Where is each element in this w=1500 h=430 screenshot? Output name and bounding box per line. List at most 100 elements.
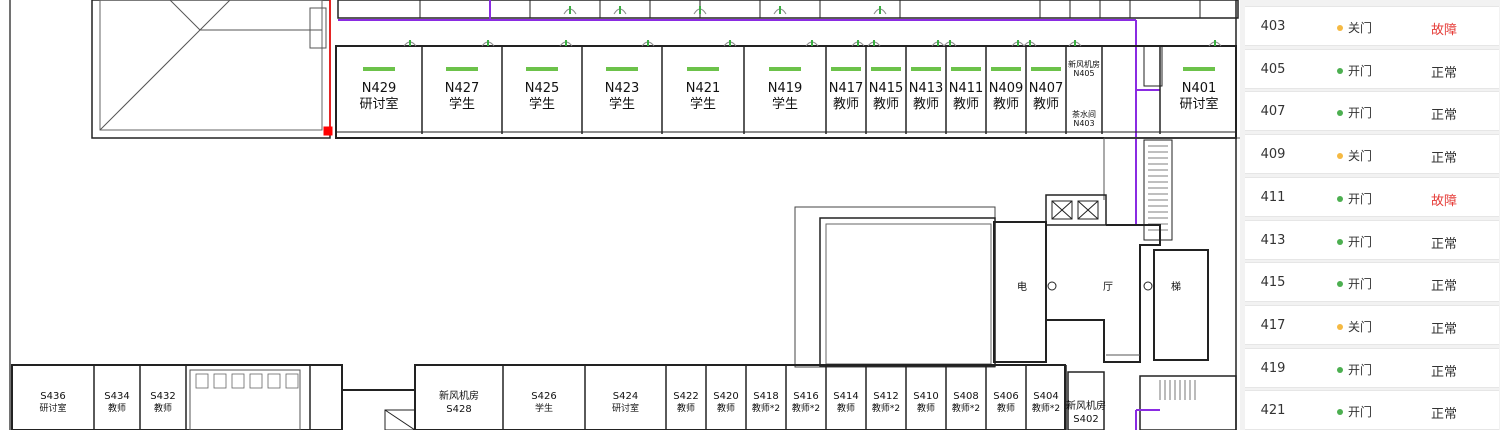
door-state-label: 开门 [1348, 235, 1373, 249]
door-state: 开门 [1337, 104, 1372, 121]
room-use: 学生 [528, 97, 555, 112]
room-use: 研讨室 [359, 97, 399, 112]
door-closed-dot-icon [1337, 323, 1343, 330]
core-label-right: 梯 [1171, 282, 1181, 293]
occupancy-bar [446, 67, 478, 71]
room-number: N415 [868, 81, 904, 96]
door-closed-dot-icon [1337, 152, 1343, 159]
duct [384, 409, 416, 430]
occupancy-bar [951, 67, 981, 71]
room-number: S418 [753, 391, 779, 402]
room-number: N421 [685, 81, 721, 96]
room-number: 421 [1260, 403, 1286, 418]
roof-ridge [169, 0, 201, 31]
door-open-dot-icon [1337, 238, 1343, 245]
door-state-label: 关门 [1348, 21, 1373, 35]
room-number: N419 [767, 81, 803, 96]
room-number: N425 [524, 81, 560, 96]
duct-x [384, 409, 416, 430]
room-number: 413 [1260, 233, 1286, 248]
room-use: 教师*2 [871, 404, 901, 414]
room-use: 新风机房 [1068, 60, 1100, 69]
device-status: 正常 [1431, 151, 1458, 166]
room-number: S424 [612, 391, 639, 402]
device-status: 故障 [1431, 23, 1458, 38]
roof-ridge [99, 29, 201, 131]
room-number: N407 [1028, 81, 1064, 96]
door-state-label: 开门 [1348, 192, 1373, 206]
roof-inner [99, 0, 323, 131]
room-number: 415 [1260, 275, 1286, 290]
occupancy-bar [831, 67, 861, 71]
room-number: N405 [1073, 69, 1095, 78]
elevator-car [1051, 200, 1073, 220]
core-label-center: 厅 [1103, 282, 1113, 293]
room-use: 教师 [832, 97, 859, 112]
room-number: N423 [604, 81, 640, 96]
room-number: N401 [1181, 81, 1217, 96]
room-use: 学生 [448, 97, 475, 112]
room-use: 学生 [689, 97, 716, 112]
room-use: 教师 [1032, 97, 1059, 112]
room-use: 茶水间 [1072, 110, 1096, 119]
lobby-wall [1045, 224, 1161, 363]
room-use: 教师 [952, 97, 979, 112]
atrium-outer [794, 206, 996, 368]
core-right [1153, 249, 1209, 361]
room-number: 409 [1260, 147, 1286, 162]
door-closed-dot-icon [1337, 24, 1343, 31]
device-status: 故障 [1431, 194, 1458, 209]
elevator-x [1051, 200, 1073, 220]
room-use: 研讨室 [39, 404, 67, 414]
door-state-label: 开门 [1348, 363, 1373, 377]
room-use: 教师 [716, 404, 735, 414]
occupancy-bar [991, 67, 1021, 71]
door-state: 开门 [1337, 403, 1372, 420]
device-status: 正常 [1431, 108, 1458, 123]
door-state-label: 开门 [1348, 277, 1373, 291]
room-number: S426 [531, 391, 557, 402]
